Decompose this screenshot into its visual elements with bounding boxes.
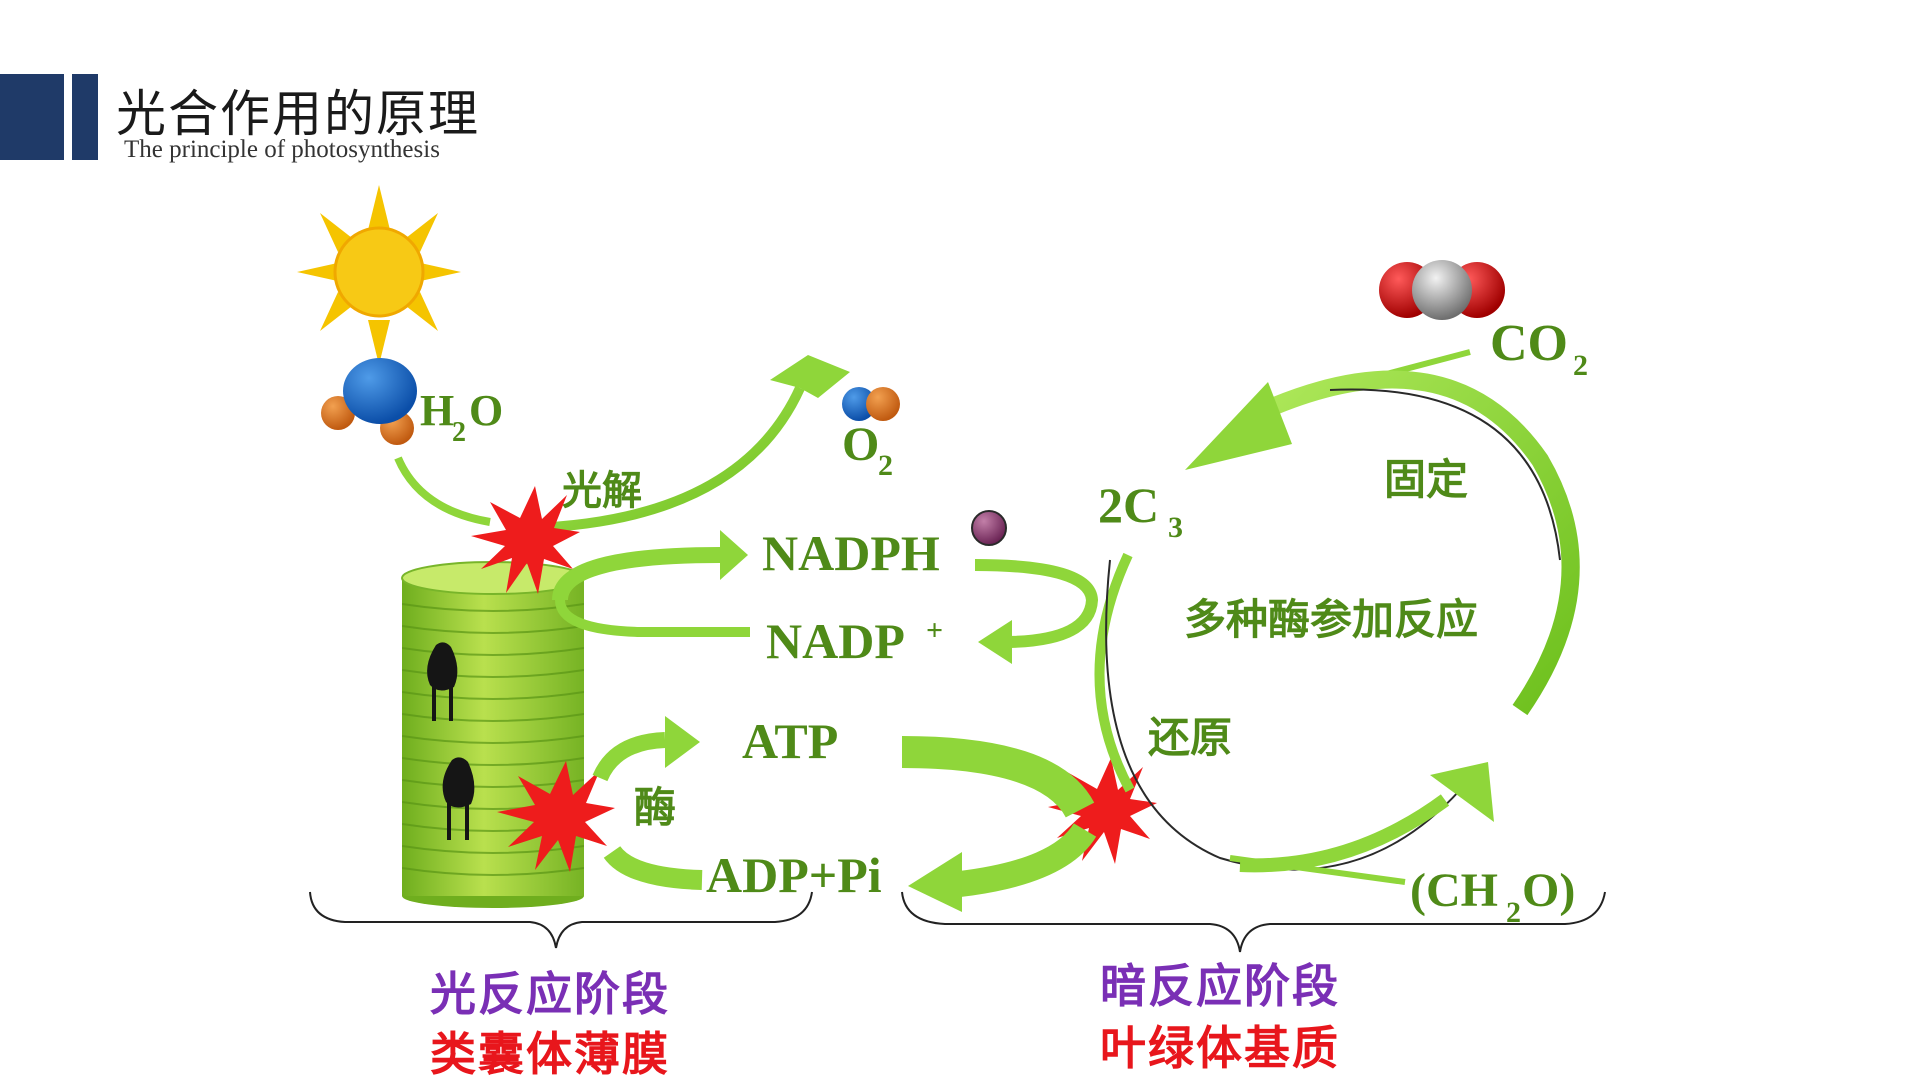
enzymes-label: 多种酶参加反应	[1184, 595, 1478, 644]
cycle-outline	[1105, 388, 1561, 871]
protein-complex-lower	[442, 757, 475, 840]
svg-text:H: H	[420, 386, 454, 435]
nadph-label: NADPH	[762, 525, 940, 581]
regeneration-arrowhead	[1430, 762, 1494, 822]
light-stage-name: 光反应阶段	[430, 967, 670, 1021]
atp-label: ATP	[742, 713, 838, 769]
atp-to-dark-arrow	[901, 736, 1095, 819]
enzyme-label: 酶	[634, 783, 676, 832]
title-accent-block	[0, 74, 64, 160]
reduction-arc	[1094, 552, 1135, 793]
photolysis-label: 光解	[562, 468, 642, 514]
svg-text:2: 2	[1506, 896, 1521, 929]
nadp-charge: +	[926, 614, 943, 647]
adp-return-arrow	[603, 845, 703, 890]
page-subtitle: The principle of photosynthesis	[124, 136, 440, 163]
page-title: 光合作用的原理	[116, 85, 480, 143]
dark-stage-location: 叶绿体基质	[1100, 1021, 1340, 1075]
light-burst-icon	[497, 761, 615, 872]
hydrogen-atom-icon	[971, 510, 1007, 546]
nadph-forward-arrow	[552, 547, 721, 601]
nadp-arrowhead	[978, 620, 1012, 664]
svg-text:O): O)	[1522, 864, 1575, 917]
sun-icon	[297, 185, 461, 365]
dark-stage-brace	[901, 891, 1606, 953]
svg-text:O: O	[842, 418, 879, 471]
water-molecule-icon	[321, 358, 417, 445]
water-label: H 2 O	[420, 386, 503, 448]
svg-text:2: 2	[878, 449, 893, 482]
regeneration-arrow	[1239, 794, 1450, 873]
light-stage-brace	[309, 891, 813, 949]
co2-label: CO 2	[1490, 315, 1588, 382]
nadph-arrowhead	[720, 530, 748, 580]
oxygen-molecule-icon	[842, 387, 900, 421]
protein-complex-upper	[427, 642, 458, 721]
fixation-arrowhead	[1185, 382, 1292, 470]
thylakoid-stack-icon	[401, 561, 585, 908]
svg-text:(CH: (CH	[1410, 864, 1498, 917]
fixation-arc	[1261, 370, 1580, 716]
photolysis-arrowhead	[770, 355, 850, 398]
title-accent-bar	[72, 74, 98, 160]
nadp-label: NADP	[766, 613, 905, 669]
reduction-label: 还原	[1148, 713, 1232, 762]
oxygen-label: O 2	[842, 418, 893, 482]
c3-subscript: 3	[1168, 511, 1183, 544]
atp-forward-arrow	[592, 732, 666, 782]
dark-stage-name: 暗反应阶段	[1100, 959, 1340, 1013]
adp-arrowhead	[908, 852, 962, 912]
c3-label: 2C	[1098, 477, 1159, 533]
adp-from-dark-curve	[958, 822, 1097, 897]
atp-arrowhead	[665, 716, 700, 768]
svg-text:2: 2	[1573, 349, 1588, 382]
light-stage-location: 类囊体薄膜	[430, 1027, 670, 1081]
fixation-label: 固定	[1384, 455, 1468, 504]
nadp-return-arrow	[555, 599, 750, 637]
co2-molecule-icon	[1379, 260, 1505, 320]
photolysis-arrow	[531, 385, 805, 533]
svg-text:O: O	[469, 386, 503, 435]
ch2o-label: (CH 2 O)	[1410, 864, 1575, 929]
nadph-to-dark-curve	[974, 559, 1099, 648]
light-burst-icon	[471, 486, 580, 594]
adp-pi-label: ADP+Pi	[706, 847, 882, 903]
water-inflow-curve	[394, 456, 491, 526]
sugar-output-arrow	[1229, 855, 1406, 885]
svg-text:2: 2	[452, 417, 466, 448]
svg-text:CO: CO	[1490, 315, 1568, 372]
